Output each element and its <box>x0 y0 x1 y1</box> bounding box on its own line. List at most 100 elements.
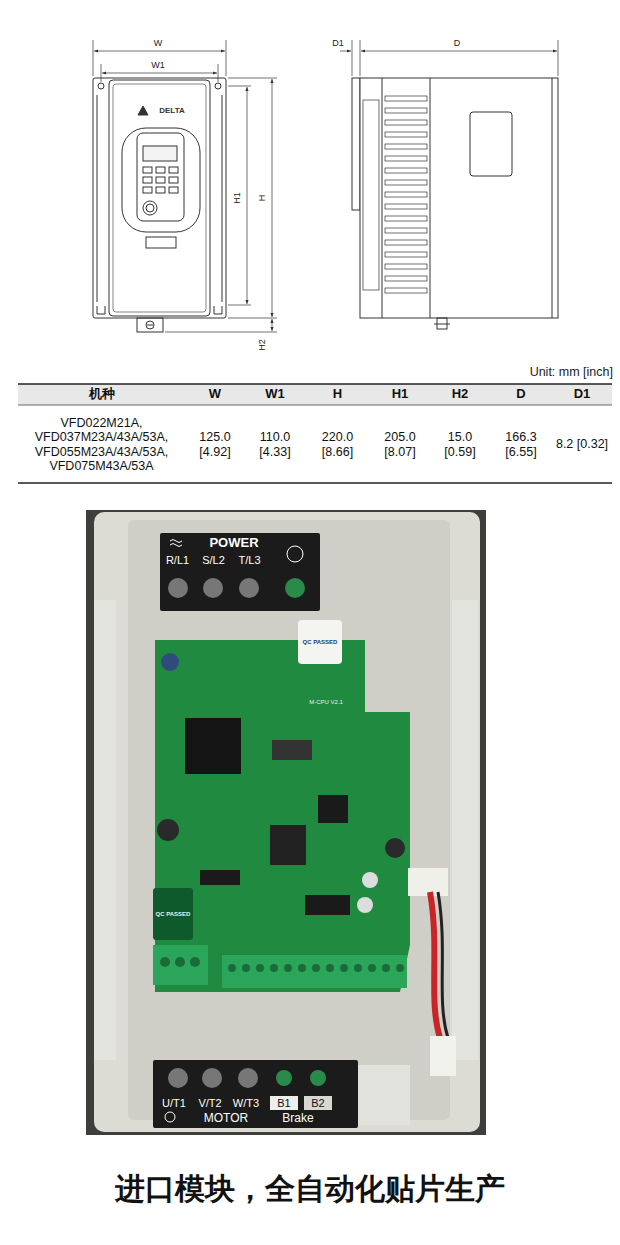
spec-table <box>18 384 612 483</box>
side-view <box>352 78 558 329</box>
front-view <box>98 83 104 89</box>
side-view <box>363 100 379 290</box>
pcb-photo <box>408 868 448 896</box>
pcb-photo <box>160 957 170 967</box>
terminal-label: B2 <box>304 1096 332 1110</box>
dimension-label: D1 <box>326 37 350 50</box>
side-view <box>385 144 427 149</box>
pcb-photo <box>128 520 450 1120</box>
dimension-lines <box>361 51 557 52</box>
terminal-label: U/T1 <box>157 1096 191 1110</box>
silkscreen-text: M-CPU V2.1 <box>298 697 354 707</box>
front-view <box>143 167 152 173</box>
side-view <box>363 96 427 293</box>
terminal-label: T/L3 <box>232 553 267 567</box>
side-view <box>385 180 427 185</box>
pcb-photo <box>287 546 303 562</box>
side-view <box>385 108 427 113</box>
side-view <box>385 168 427 173</box>
front-view <box>146 237 176 248</box>
front-view <box>122 128 200 232</box>
pcb-photo <box>168 1068 188 1088</box>
pcb-photo <box>228 964 236 972</box>
dimension-lines <box>101 64 102 82</box>
pcb-photo <box>86 510 486 1135</box>
pcb-photo <box>238 1068 258 1088</box>
terminal-label: S/L2 <box>196 553 231 567</box>
pcb-photo <box>430 1036 456 1076</box>
front-view <box>169 167 178 173</box>
pcb-photo <box>430 892 440 1038</box>
pcb-photo <box>153 888 193 940</box>
table-header: W <box>185 384 245 405</box>
front-view <box>109 80 210 316</box>
side-view <box>552 78 553 318</box>
pcb-photo <box>270 964 278 972</box>
dimension-lines <box>352 40 353 76</box>
sticker-text: QC PASSED <box>155 902 191 926</box>
dimension-lines <box>93 40 277 332</box>
pcb-photo <box>438 892 448 1038</box>
pcb-photo <box>157 819 179 841</box>
pcb-photo <box>368 964 376 972</box>
front-view <box>222 95 223 302</box>
side-view <box>385 120 427 125</box>
terminal-label: V/T2 <box>193 1096 227 1110</box>
spec-table <box>18 482 612 483</box>
pcb-photo <box>385 838 405 858</box>
table-cell: 205.0 [8.07] <box>373 406 427 483</box>
pcb-photo <box>94 600 116 1060</box>
sticker-text: QC PASSED <box>300 630 340 654</box>
front-view <box>143 146 177 161</box>
dimension-label: H <box>256 188 268 208</box>
pcb-photo <box>256 964 264 972</box>
pcb-photo <box>200 870 240 885</box>
unit-note: Unit: mm [inch] <box>500 364 613 381</box>
dimension-label: H2 <box>256 335 268 355</box>
side-view <box>430 78 431 318</box>
caption: 进口模块，全自动化贴片生产 <box>0 1163 620 1215</box>
pcb-photo <box>153 945 208 985</box>
dimension-lines <box>272 79 273 317</box>
side-view <box>434 324 450 325</box>
front-view <box>137 133 184 221</box>
pcb-photo <box>239 578 259 598</box>
spec-table <box>18 405 612 406</box>
pcb-photo <box>362 872 378 888</box>
side-view <box>360 78 558 318</box>
pcb-photo <box>312 964 320 972</box>
side-view <box>385 96 427 101</box>
front-view <box>169 187 178 193</box>
front-view <box>156 177 165 183</box>
pcb-photo <box>168 578 188 598</box>
table-cell: 166.3 [6.55] <box>493 406 549 483</box>
dimension-lines <box>558 40 559 76</box>
dimension-lines <box>226 40 227 76</box>
pcb-photo <box>165 1112 175 1122</box>
pcb-photo <box>153 1060 358 1128</box>
side-view <box>385 228 427 233</box>
dimension-lines <box>340 40 558 76</box>
table-header: D1 <box>552 384 612 405</box>
table-header: H <box>305 384 370 405</box>
pcb-photo <box>326 964 334 972</box>
terminal-label: W/T3 <box>229 1096 263 1110</box>
side-view <box>385 216 427 221</box>
dimension-lines <box>165 332 277 333</box>
pcb-photo <box>358 1065 410 1125</box>
front-view <box>113 84 206 312</box>
pcb-photo <box>284 964 292 972</box>
dimension-label: H1 <box>231 188 243 208</box>
pcb-photo <box>357 897 373 913</box>
dimension-lines <box>340 51 351 52</box>
side-view <box>385 276 427 281</box>
dimension-lines <box>228 305 251 306</box>
pcb-photo <box>270 825 306 865</box>
pcb-photo <box>396 964 404 972</box>
pcb-photo <box>340 964 348 972</box>
table-header: H1 <box>370 384 430 405</box>
pcb-photo <box>285 578 305 598</box>
dimension-lines <box>360 40 361 76</box>
spec-table <box>18 384 612 405</box>
front-view <box>146 204 154 212</box>
